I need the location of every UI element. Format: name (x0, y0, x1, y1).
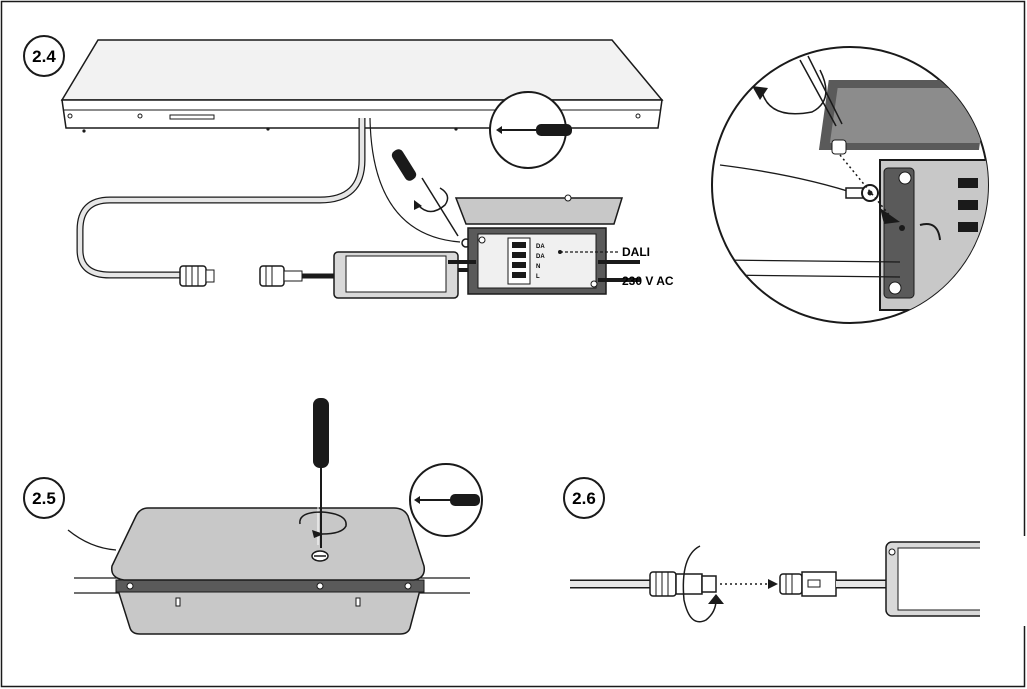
detail-inset (711, 46, 989, 324)
cable-connector-male (179, 265, 215, 287)
step-badge-2-6: 2.6 (563, 477, 605, 519)
rotate-arrow-icon (682, 545, 717, 623)
terminal-label: DA (536, 254, 545, 260)
step-badge-2-4: 2.4 (23, 35, 65, 77)
panel-cable-end (570, 571, 717, 597)
driver-connector (779, 571, 888, 597)
terminal-label: L (536, 274, 540, 280)
step-2-6: 2.6 (563, 477, 1027, 626)
step-number: 2.5 (32, 489, 56, 508)
tool-inset (489, 91, 572, 169)
step-number: 2.6 (572, 489, 596, 508)
earth-wire (369, 117, 461, 243)
step-2-5: 2.5 (23, 398, 483, 635)
cable-lead (67, 529, 117, 551)
cable-connector-female (259, 265, 336, 287)
step-2-4: 2.4 (23, 35, 989, 324)
step-badge-2-5: 2.5 (23, 477, 65, 519)
terminal-label: N (536, 264, 540, 270)
terminal-label: DA (536, 244, 545, 250)
junction-box-closed (111, 507, 426, 635)
led-driver (333, 251, 476, 299)
callout-dali: DALI (622, 245, 650, 259)
rotate-arrow-icon (417, 187, 449, 213)
rotate-arrow-icon (299, 511, 347, 535)
step-number: 2.4 (32, 47, 56, 66)
screwdriver-icon (391, 149, 459, 237)
panel-cable (76, 118, 366, 279)
tool-inset (409, 463, 483, 537)
led-driver (885, 536, 1027, 626)
callout-mains: 230 V AC (622, 274, 674, 288)
junction-box-open: DA DA N L (448, 194, 640, 295)
